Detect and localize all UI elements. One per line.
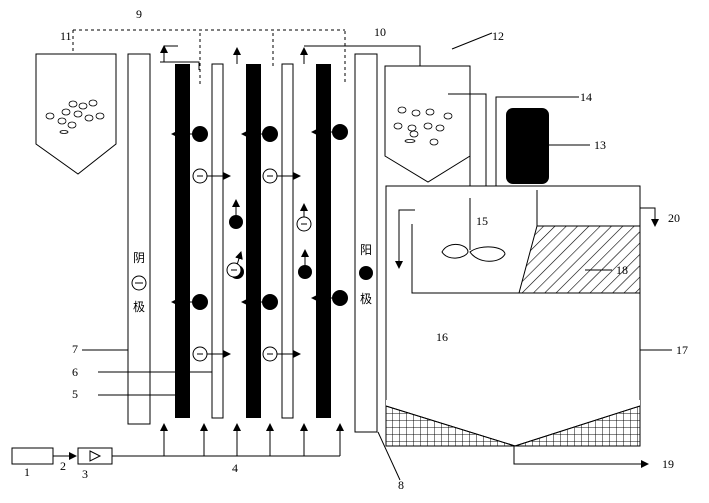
clarifier-tank: [385, 185, 641, 407]
hopper-12-particles: [393, 106, 453, 146]
label-1: 1: [24, 465, 30, 479]
filter-zone-18: [518, 225, 641, 294]
leader-lines: [82, 32, 672, 481]
membrane-light-2: [281, 63, 294, 419]
membrane-light-1: [211, 63, 224, 419]
anion-ions: [192, 168, 312, 362]
label-9: 9: [136, 7, 142, 21]
sludge-grid-left: [385, 405, 516, 447]
cathode-text-top: 阴: [133, 251, 145, 265]
membrane-dark-1: [175, 64, 190, 418]
label-20: 20: [668, 211, 680, 225]
membrane-dark-2: [246, 64, 261, 418]
membrane-dark-3: [316, 64, 331, 418]
label-7: 7: [72, 342, 78, 356]
component-1-box: [11, 447, 54, 465]
cathode-electrode: [127, 53, 151, 425]
label-11: 11: [60, 29, 72, 43]
outlet-19: [513, 446, 649, 468]
anode-ion-icon: [359, 266, 373, 280]
label-8: 8: [398, 478, 404, 492]
outlet-arrows: [160, 45, 308, 64]
label-13: 13: [594, 138, 606, 152]
label-4: 4: [232, 461, 238, 475]
label-10: 10: [374, 25, 386, 39]
dashed-loop-9: [69, 29, 346, 84]
anode-text-top: 阳: [360, 243, 372, 257]
stirrer-icon: [441, 198, 506, 262]
label-18: 18: [616, 263, 628, 277]
label-14: 14: [580, 90, 592, 104]
sludge-grid-right: [514, 405, 641, 447]
anode-text-bottom: 极: [360, 292, 372, 306]
label-15: 15: [476, 214, 488, 228]
label-5: 5: [72, 387, 78, 401]
label-12: 12: [492, 29, 504, 43]
label-6: 6: [72, 365, 78, 379]
pump-icon: [77, 447, 113, 465]
label-17: 17: [676, 343, 688, 357]
zone-16-inlet: [395, 209, 415, 269]
sludge-cone-cover: [386, 400, 640, 446]
cathode-text-bottom: 极: [133, 300, 145, 314]
hopper-11-particles: [45, 99, 105, 134]
tank-icon: [506, 108, 549, 184]
label-19: 19: [662, 457, 674, 471]
anode-electrode: [354, 53, 378, 433]
label-2: 2: [60, 459, 66, 473]
outlet-20: [640, 207, 659, 227]
pump-triangle: [89, 450, 102, 462]
anion-minus-signs: [197, 175, 307, 355]
label-16: 16: [436, 330, 448, 344]
feed-risers: [160, 423, 344, 456]
label-3: 3: [82, 467, 88, 481]
